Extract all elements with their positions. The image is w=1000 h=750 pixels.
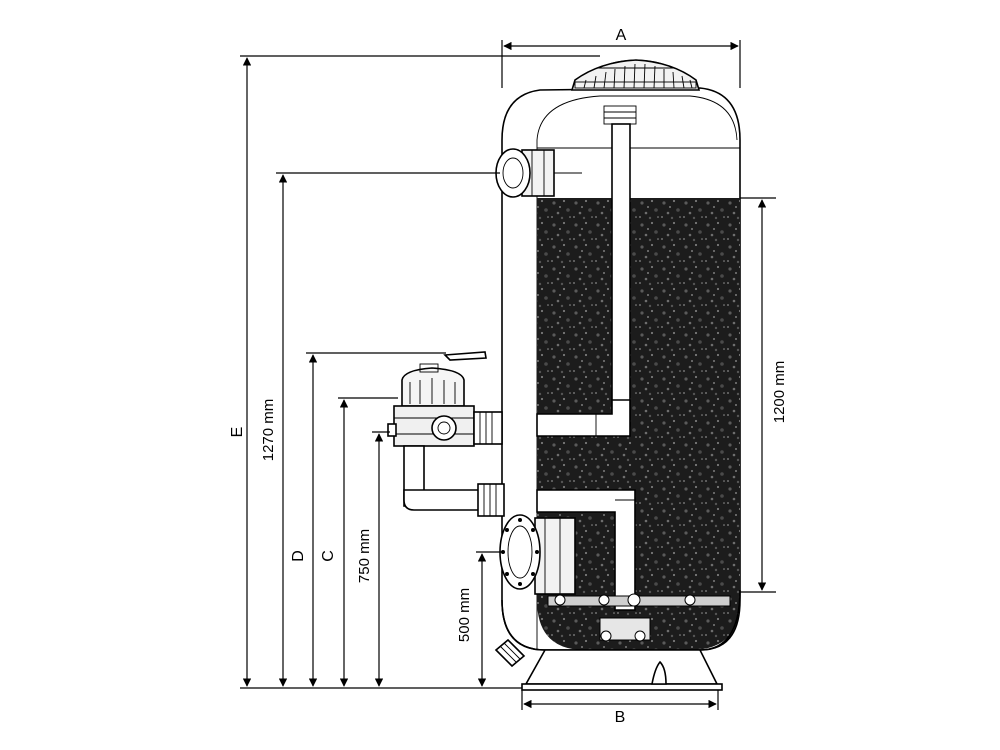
- label-e: E: [229, 427, 246, 438]
- central-pipe: [536, 105, 637, 437]
- label-750mm: 750 mm: [356, 529, 373, 583]
- dimension-d: [306, 352, 446, 687]
- drain-fitting: [494, 638, 526, 668]
- label-1270mm: 1270 mm: [260, 399, 277, 462]
- multiport-valve: [387, 351, 505, 517]
- dimension-750: [372, 431, 390, 687]
- bottom-laterals: [547, 593, 731, 642]
- dimension-c: [338, 397, 398, 687]
- label-b: B: [615, 709, 626, 726]
- dimension-a: [501, 40, 741, 88]
- label-1200mm: 1200 mm: [771, 361, 788, 424]
- dimension-e: [240, 55, 600, 687]
- label-500mm: 500 mm: [456, 588, 473, 642]
- tank-base: [521, 649, 723, 691]
- label-d: D: [290, 550, 307, 562]
- label-c: C: [320, 550, 337, 562]
- dimension-1200: [740, 197, 776, 593]
- dimension-b: [521, 690, 719, 710]
- top-lid: [570, 59, 701, 91]
- dimension-1270: [276, 172, 500, 687]
- side-manhole: [499, 514, 576, 595]
- label-a: A: [616, 27, 627, 44]
- dimension-500: [476, 551, 502, 687]
